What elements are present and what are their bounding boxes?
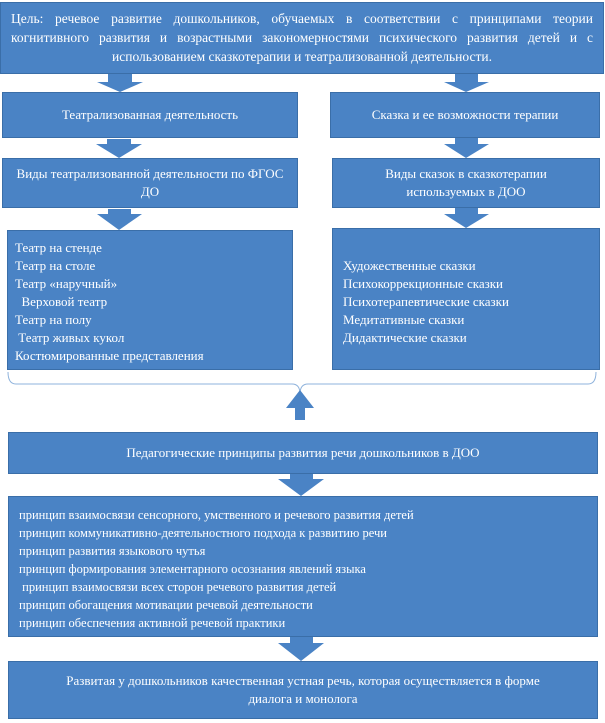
list-item: принцип обогащения мотивации речевой дея… (19, 598, 313, 612)
arrow-principles-to-result (278, 637, 324, 661)
list-item: принцип обеспечения активной речевой пра… (19, 616, 286, 630)
list-item: принцип взаимосвязи сенсорного, умственн… (19, 508, 414, 522)
list-item: Дидактические сказки (343, 330, 467, 345)
list-item: Психокоррекционные сказки (343, 276, 504, 291)
result-text: Развитая у дошкольников качественная уст… (66, 673, 540, 706)
list-item: Психотерапевтические сказки (343, 294, 509, 309)
list-item: Костюмированные представления (15, 348, 204, 363)
list-item: принцип взаимосвязи всех сторон речевого… (19, 580, 337, 594)
fairytale-types-title: Виды сказок в сказкотерапии используемых… (385, 166, 547, 199)
list-item: принцип формирования элементарного осозн… (19, 562, 366, 576)
principles-list: принцип взаимосвязи сенсорного, умственн… (8, 496, 598, 637)
arrow-goal-to-fairytale (444, 74, 489, 92)
goal-box: Цель: речевое развитие дошкольников, обу… (0, 2, 604, 74)
goal-text: Цель: речевое развитие дошкольников, обу… (11, 11, 593, 64)
list-item: Театр «наручный» (15, 276, 118, 291)
theatre-heading: Театрализованная деятельность (61, 107, 239, 122)
brace (7, 371, 597, 395)
result-box: Развитая у дошкольников качественная уст… (8, 661, 598, 719)
fairytale-types-list: Художественные сказки Психокоррекционные… (332, 228, 600, 370)
fairytale-heading: Сказка и ее возможности терапии (371, 107, 559, 122)
fairytale-heading-box: Сказка и ее возможности терапии (330, 92, 600, 138)
theatre-types-title: Виды театрализованной деятельности по ФГ… (16, 166, 284, 199)
arrow-fairytale-to-types (444, 138, 489, 158)
arrow-up-to-brace (286, 390, 314, 420)
principles-title: Педагогические принципы развития речи до… (126, 445, 480, 460)
list-item: Театр живых кукол (15, 330, 125, 345)
list-item: Театр на стенде (15, 240, 102, 255)
arrow-principles-title-to-list (278, 474, 324, 496)
list-item: Верховой театр (15, 294, 108, 309)
theatre-types-title-box: Виды театрализованной деятельности по ФГ… (2, 158, 298, 208)
list-item: Театр на полу (15, 312, 92, 327)
arrow-theatre-types-to-list (97, 209, 142, 230)
list-item: Художественные сказки (343, 258, 476, 273)
arrow-goal-to-theatre (97, 74, 143, 92)
list-item: Медитативные сказки (343, 312, 465, 327)
theatre-types-list: Театр на стенде Театр на столе Театр «на… (7, 230, 293, 370)
arrow-theatre-to-types (96, 139, 142, 158)
principles-title-box: Педагогические принципы развития речи до… (8, 432, 598, 474)
theatre-heading-box: Театрализованная деятельность (2, 92, 298, 138)
list-item: принцип коммуникативно-деятельностного п… (19, 526, 387, 540)
fairytale-types-title-box: Виды сказок в сказкотерапии используемых… (332, 158, 600, 208)
arrow-fairytale-types-to-list (444, 208, 489, 228)
list-item: Театр на столе (15, 258, 96, 273)
list-item: принцип развития языкового чутья (19, 544, 206, 558)
